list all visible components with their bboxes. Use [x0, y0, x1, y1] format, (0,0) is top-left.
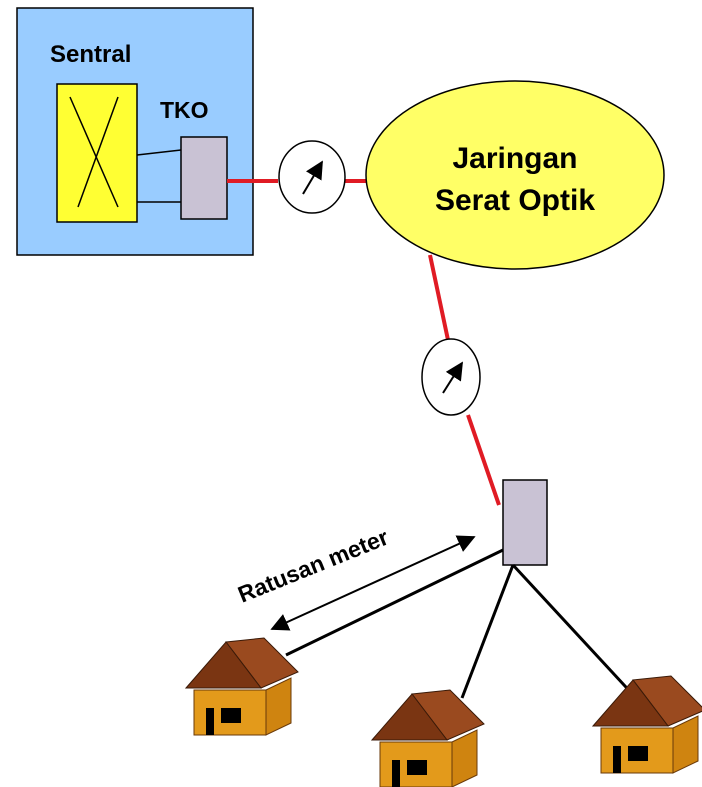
switch-link-upper — [136, 149, 182, 156]
terminal-label: TKO — [160, 97, 209, 123]
optical-meter-icon — [421, 338, 481, 416]
optical-meter-icon — [278, 140, 346, 214]
copper-drop-right — [511, 563, 639, 701]
house-middle-icon — [370, 689, 485, 787]
houses-group — [184, 637, 702, 787]
fiber-link-network-to-meter — [428, 254, 450, 341]
copper-drop-middle — [460, 564, 515, 699]
fiber-network-label-line1: Jaringan — [452, 142, 577, 175]
distance-arrow — [270, 535, 476, 631]
central-office-label: Sentral — [50, 41, 131, 68]
central-terminal-box — [180, 136, 228, 220]
fiber-network-label-line2: Serat Optik — [435, 184, 595, 217]
distance-label: Ratusan meter — [234, 524, 392, 608]
fiber-network-cloud — [365, 80, 665, 270]
fiber-link-meter-to-distribution — [466, 414, 501, 506]
house-left-icon — [184, 637, 299, 736]
house-right-icon — [591, 675, 702, 774]
distribution-terminal-box — [502, 479, 548, 566]
switch-block — [56, 83, 138, 223]
